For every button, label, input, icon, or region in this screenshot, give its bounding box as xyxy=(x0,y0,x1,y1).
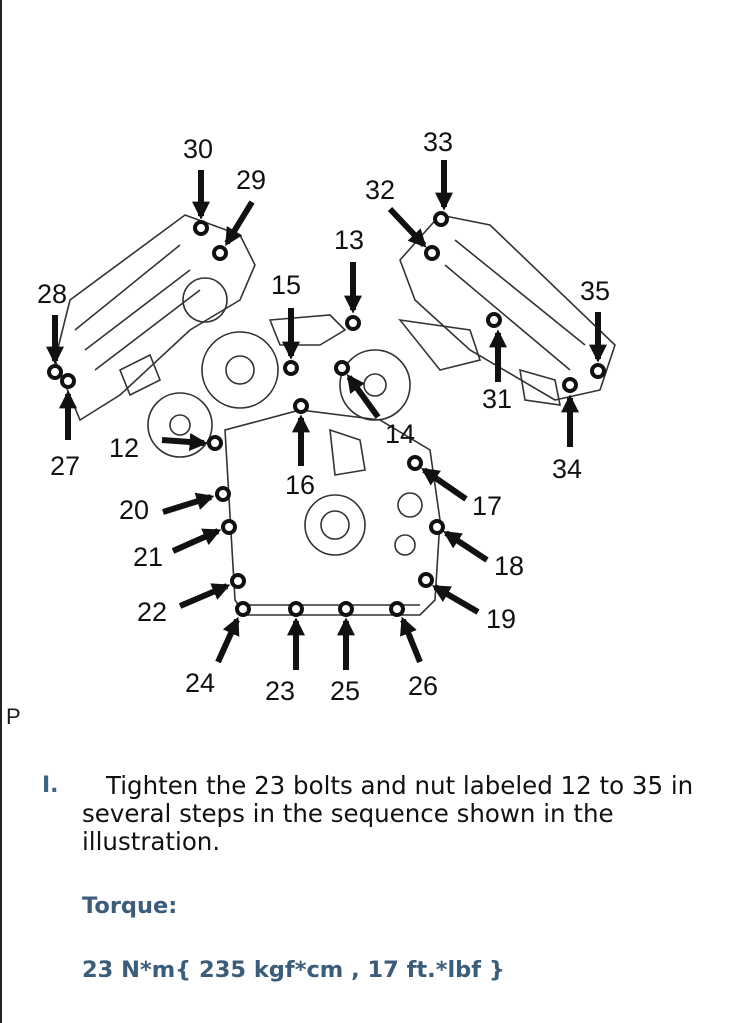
bolt-label: 23 xyxy=(265,676,295,706)
bolt-label: 32 xyxy=(365,175,395,205)
bolt-label: 24 xyxy=(185,668,215,698)
bolt-label: 30 xyxy=(183,134,213,164)
sequence-arrows xyxy=(46,160,607,670)
bolt-label: 13 xyxy=(334,225,364,255)
bolt-label: 19 xyxy=(486,604,516,634)
bolt-labels: 12 13 14 15 16 17 18 19 20 21 22 23 24 2… xyxy=(37,127,610,706)
torque-value: 23 N*m{ 235 kgf*cm , 17 ft.*lbf } xyxy=(82,957,505,983)
torque-heading: Torque: xyxy=(82,893,178,919)
bolt-label: 25 xyxy=(330,676,360,706)
bolt-label: 34 xyxy=(552,454,582,484)
bolt-label: 20 xyxy=(119,495,149,525)
bolt-label: 33 xyxy=(423,127,453,157)
step-marker: I. xyxy=(42,773,59,798)
engine-outline xyxy=(54,214,616,616)
bolt-label: 18 xyxy=(494,551,524,581)
bolt-label: 27 xyxy=(50,451,80,481)
bolt-heads xyxy=(47,211,606,617)
instruction-step: I. Tighten the 23 bolts and nut labeled … xyxy=(42,771,734,856)
bolt-label: 17 xyxy=(472,491,502,521)
page-left-border xyxy=(0,0,2,1023)
bolt-label: 22 xyxy=(137,597,167,627)
bolt-label: 31 xyxy=(482,384,512,414)
timing-cover-diagram: 12 13 14 15 16 17 18 19 20 21 22 23 24 2… xyxy=(37,127,616,706)
bolt-label: 16 xyxy=(285,470,315,500)
bolt-label: 12 xyxy=(109,433,139,463)
bolt-label: 28 xyxy=(37,279,67,309)
bolt-label: 26 xyxy=(408,671,438,701)
bolt-label: 15 xyxy=(271,270,301,300)
bolt-label: 29 xyxy=(236,165,266,195)
bolt-label: 14 xyxy=(385,419,415,449)
step-text: Tighten the 23 bolts and nut labeled 12 … xyxy=(82,771,694,856)
bolt-label: 21 xyxy=(133,542,163,572)
bolt-label: 35 xyxy=(580,276,610,306)
page-marker: P xyxy=(6,704,21,729)
